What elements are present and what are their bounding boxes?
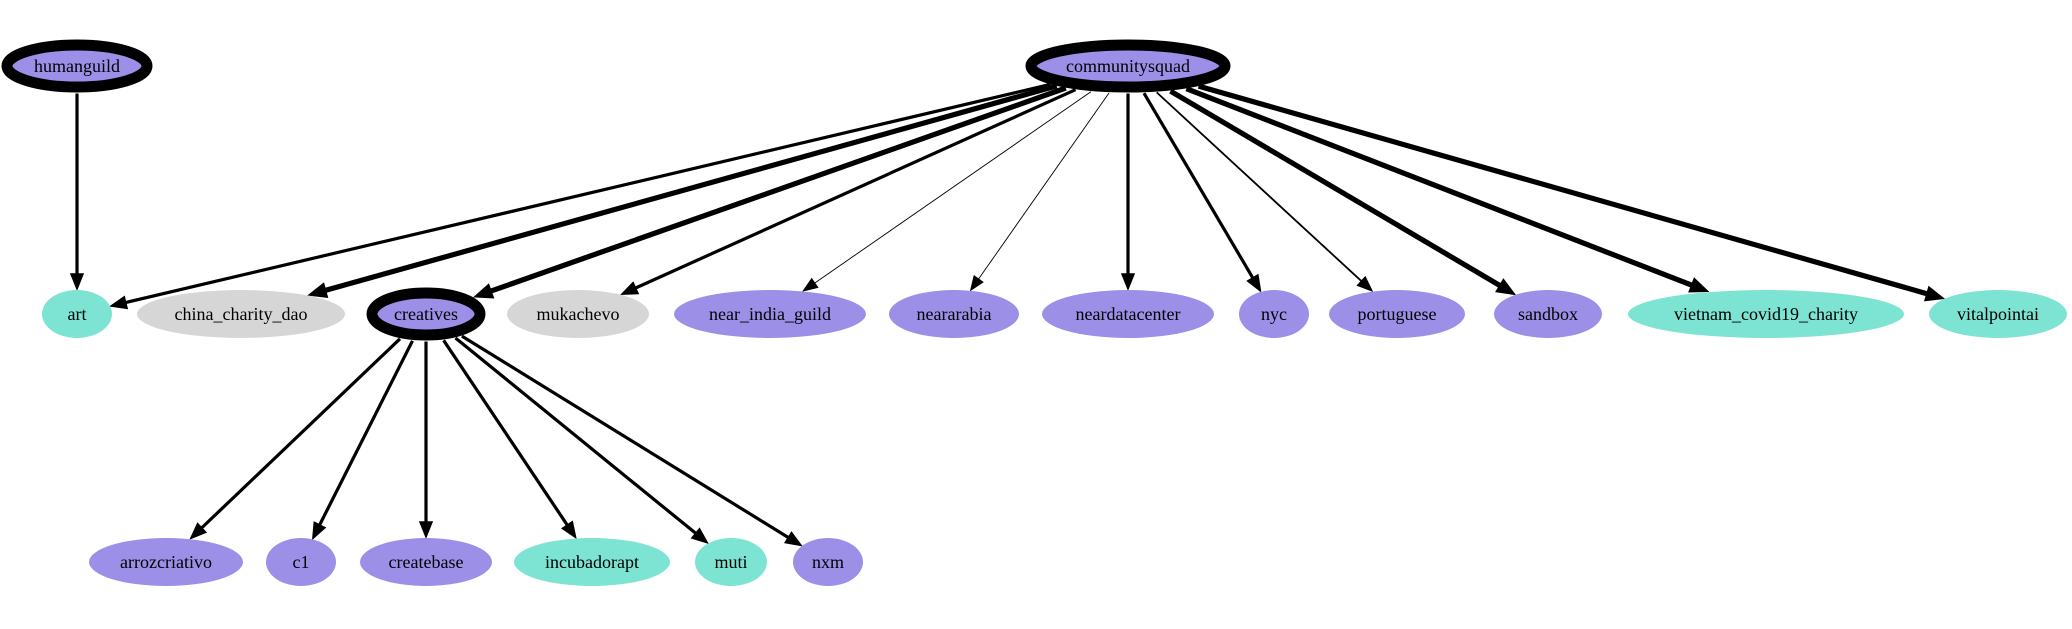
node-shape-arrozcriativo [89,538,243,586]
arrowhead-communitysquad-to-neararabia [969,275,984,292]
node-shape-portuguese [1329,290,1465,338]
edge-communitysquad-to-neararabia [978,92,1110,280]
arrowhead-communitysquad-to-portuguese [1356,275,1374,293]
node-label-china_charity_dao: china_charity_dao [175,304,308,324]
edge-creatives-to-incubadorapt [442,339,569,526]
edge-communitysquad-to-creatives [490,85,1067,294]
node-nyc[interactable]: nyc [1239,290,1309,338]
node-shape-muti [695,538,767,586]
node-sandbox[interactable]: sandbox [1494,290,1602,338]
node-humanguild[interactable]: humanguild [1,39,153,93]
edge-communitysquad-to-china_charity_dao [324,83,1058,293]
node-incubadorapt[interactable]: incubadorapt [514,538,670,586]
node-arrozcriativo[interactable]: arrozcriativo [89,538,243,586]
arrowhead-communitysquad-to-mukachevo [620,281,640,296]
node-label-near_india_guild: near_india_guild [709,304,831,324]
node-shape-createbase [360,538,492,586]
node-shape-vitalpointai [1929,290,2067,338]
arrowhead-creatives-to-c1 [311,521,327,541]
node-shape-neardatacenter [1042,290,1214,338]
node-shape-neararabia [889,290,1019,338]
node-layer: humanguild communitysquad art china_charity… [1,39,2067,586]
node-label-arrozcriativo: arrozcriativo [120,552,212,572]
node-vitalpointai[interactable]: vitalpointai [1929,290,2067,338]
arrowhead-communitysquad-to-neardatacenter [1120,273,1136,292]
edge-communitysquad-to-mukachevo [634,88,1077,290]
node-shape-art [42,290,112,338]
arrowhead-communitysquad-to-nyc [1246,273,1262,293]
edge-creatives-to-c1 [318,340,414,526]
node-neardatacenter[interactable]: neardatacenter [1042,290,1214,338]
node-label-communitysquad: communitysquad [1066,56,1190,76]
arrowhead-creatives-to-incubadorapt [560,520,577,540]
node-shape-china_charity_dao [137,290,345,338]
node-shape-humanguild [1,39,153,93]
edge-communitysquad-to-near_india_guild [814,91,1092,284]
arrowhead-creatives-to-nxm [783,531,803,547]
arrowhead-communitysquad-to-sandbox [1495,278,1517,296]
edge-communitysquad-to-sandbox [1169,88,1502,288]
node-label-nyc: nyc [1261,304,1287,324]
node-label-neardatacenter: neardatacenter [1076,304,1181,324]
node-portuguese[interactable]: portuguese [1329,290,1465,338]
node-label-sandbox: sandbox [1518,304,1578,324]
arrowhead-communitysquad-to-china_charity_dao [307,282,329,298]
node-label-neararabia: neararabia [917,304,992,324]
arrowhead-creatives-to-arrozcriativo [189,522,208,540]
node-shape-vietnam_covid19_charity [1628,290,1904,338]
edge-communitysquad-to-portuguese [1156,91,1363,282]
node-label-portuguese: portuguese [1358,304,1437,324]
node-muti[interactable]: muti [695,538,767,586]
node-creatives[interactable]: creatives [366,287,486,341]
node-china_charity_dao[interactable]: china_charity_dao [137,290,345,338]
node-near_india_guild[interactable]: near_india_guild [674,290,866,338]
node-shape-creatives [366,287,486,341]
node-createbase[interactable]: createbase [360,538,492,586]
node-vietnam_covid19_charity[interactable]: vietnam_covid19_charity [1628,290,1904,338]
node-label-creatives: creatives [394,304,458,324]
edge-communitysquad-to-art [125,82,1051,305]
node-label-muti: muti [714,552,747,572]
node-label-incubadorapt: incubadorapt [545,552,639,572]
arrowhead-communitysquad-to-creatives [473,283,495,299]
node-neararabia[interactable]: neararabia [889,290,1019,338]
node-shape-nxm [793,538,863,586]
node-label-vitalpointai: vitalpointai [1957,304,2039,324]
node-shape-incubadorapt [514,538,670,586]
arrowhead-communitysquad-to-near_india_guild [802,277,819,292]
node-shape-c1 [266,538,336,586]
node-shape-communitysquad [1025,39,1231,93]
node-shape-sandbox [1494,290,1602,338]
node-c1[interactable]: c1 [266,538,336,586]
edge-creatives-to-nxm [461,334,790,539]
arrowhead-communitysquad-to-vitalpointai [1923,285,1946,302]
edge-communitysquad-to-vitalpointai [1197,83,1928,297]
edge-creatives-to-muti [454,336,697,535]
edge-layer [69,82,1946,547]
node-label-vietnam_covid19_charity: vietnam_covid19_charity [1674,304,1858,324]
node-shape-near_india_guild [674,290,866,338]
arrowhead-communitysquad-to-art [109,295,129,310]
node-label-createbase: createbase [389,552,464,572]
edge-communitysquad-to-nyc [1142,92,1255,279]
node-art[interactable]: art [42,290,112,338]
edge-communitysquad-to-vietnam_covid19_charity [1185,86,1693,288]
arrowhead-humanguild-to-art [69,273,85,292]
node-label-art: art [68,304,87,324]
edge-creatives-to-arrozcriativo [200,337,402,530]
arrowhead-creatives-to-muti [690,527,709,545]
arrowhead-communitysquad-to-vietnam_covid19_charity [1688,277,1710,293]
node-nxm[interactable]: nxm [793,538,863,586]
node-label-mukachevo: mukachevo [537,304,620,324]
node-shape-mukachevo [507,290,649,338]
node-mukachevo[interactable]: mukachevo [507,290,649,338]
node-communitysquad[interactable]: communitysquad [1025,39,1231,93]
arrowhead-creatives-to-createbase [418,521,434,540]
node-label-humanguild: humanguild [34,56,120,76]
node-label-nxm: nxm [812,552,844,572]
node-label-c1: c1 [293,552,310,572]
node-shape-nyc [1239,290,1309,338]
